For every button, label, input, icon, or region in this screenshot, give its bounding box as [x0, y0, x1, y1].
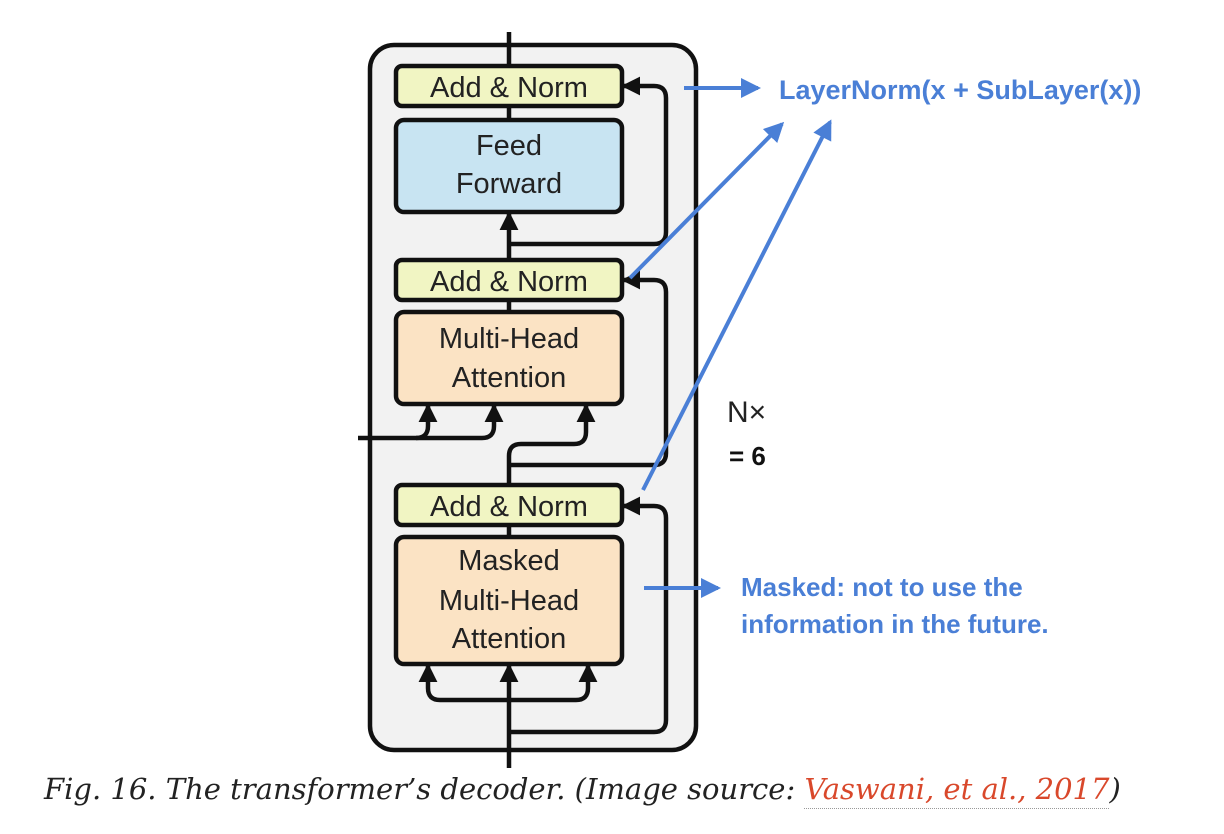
caption-text: Fig. 16. The transformer’s decoder. (Ima…: [44, 772, 805, 806]
annotation-arrows: [628, 78, 832, 598]
repeat-count-nx: N×: [727, 396, 766, 429]
figure-caption: Fig. 16. The transformer’s decoder. (Ima…: [44, 772, 1121, 809]
multi-head-attention-block: Multi-Head Attention: [393, 309, 625, 407]
repeat-count-value: = 6: [729, 441, 766, 471]
masked-multi-head-attention-block: Masked Multi-Head Attention: [393, 534, 625, 667]
add-norm-top-block: Add & Norm: [393, 63, 625, 109]
middle-add-norm-arrow: [628, 121, 785, 280]
add-norm-top-label: Add & Norm: [430, 72, 588, 104]
caption-closing: ): [1109, 772, 1121, 806]
multi-head-attention-label-line-1: Multi-Head: [439, 323, 579, 355]
source-citation-link[interactable]: Vaswani, et al., 2017: [804, 772, 1110, 809]
layernorm-formula-annotation: LayerNorm(x + SubLayer(x)): [779, 75, 1141, 105]
masked-attention-label-line-2: Multi-Head: [439, 585, 579, 617]
add-norm-bottom-label: Add & Norm: [430, 491, 588, 523]
masked-note-line-2: information in the future.: [741, 609, 1049, 639]
add-norm-bottom-block: Add & Norm: [393, 482, 625, 528]
multi-head-attention-label-line-2: Attention: [452, 362, 566, 394]
masked-attention-label-line-1: Masked: [458, 545, 560, 577]
masked-note-line-1: Masked: not to use the: [741, 572, 1023, 602]
add-norm-middle-label: Add & Norm: [430, 266, 588, 298]
feed-forward-label-line-2: Forward: [456, 168, 562, 200]
add-norm-middle-block: Add & Norm: [393, 257, 625, 303]
residual-connections: [509, 76, 669, 735]
attention-input-branches: [358, 403, 598, 703]
bottom-add-norm-arrow: [641, 119, 832, 491]
feed-forward-label-line-1: Feed: [476, 130, 542, 162]
masked-attention-label-line-3: Attention: [452, 623, 566, 655]
transformer-decoder-diagram: Add & Norm Feed Forward Add & Norm Multi…: [358, 32, 1141, 768]
feed-forward-block: Feed Forward: [393, 117, 625, 215]
